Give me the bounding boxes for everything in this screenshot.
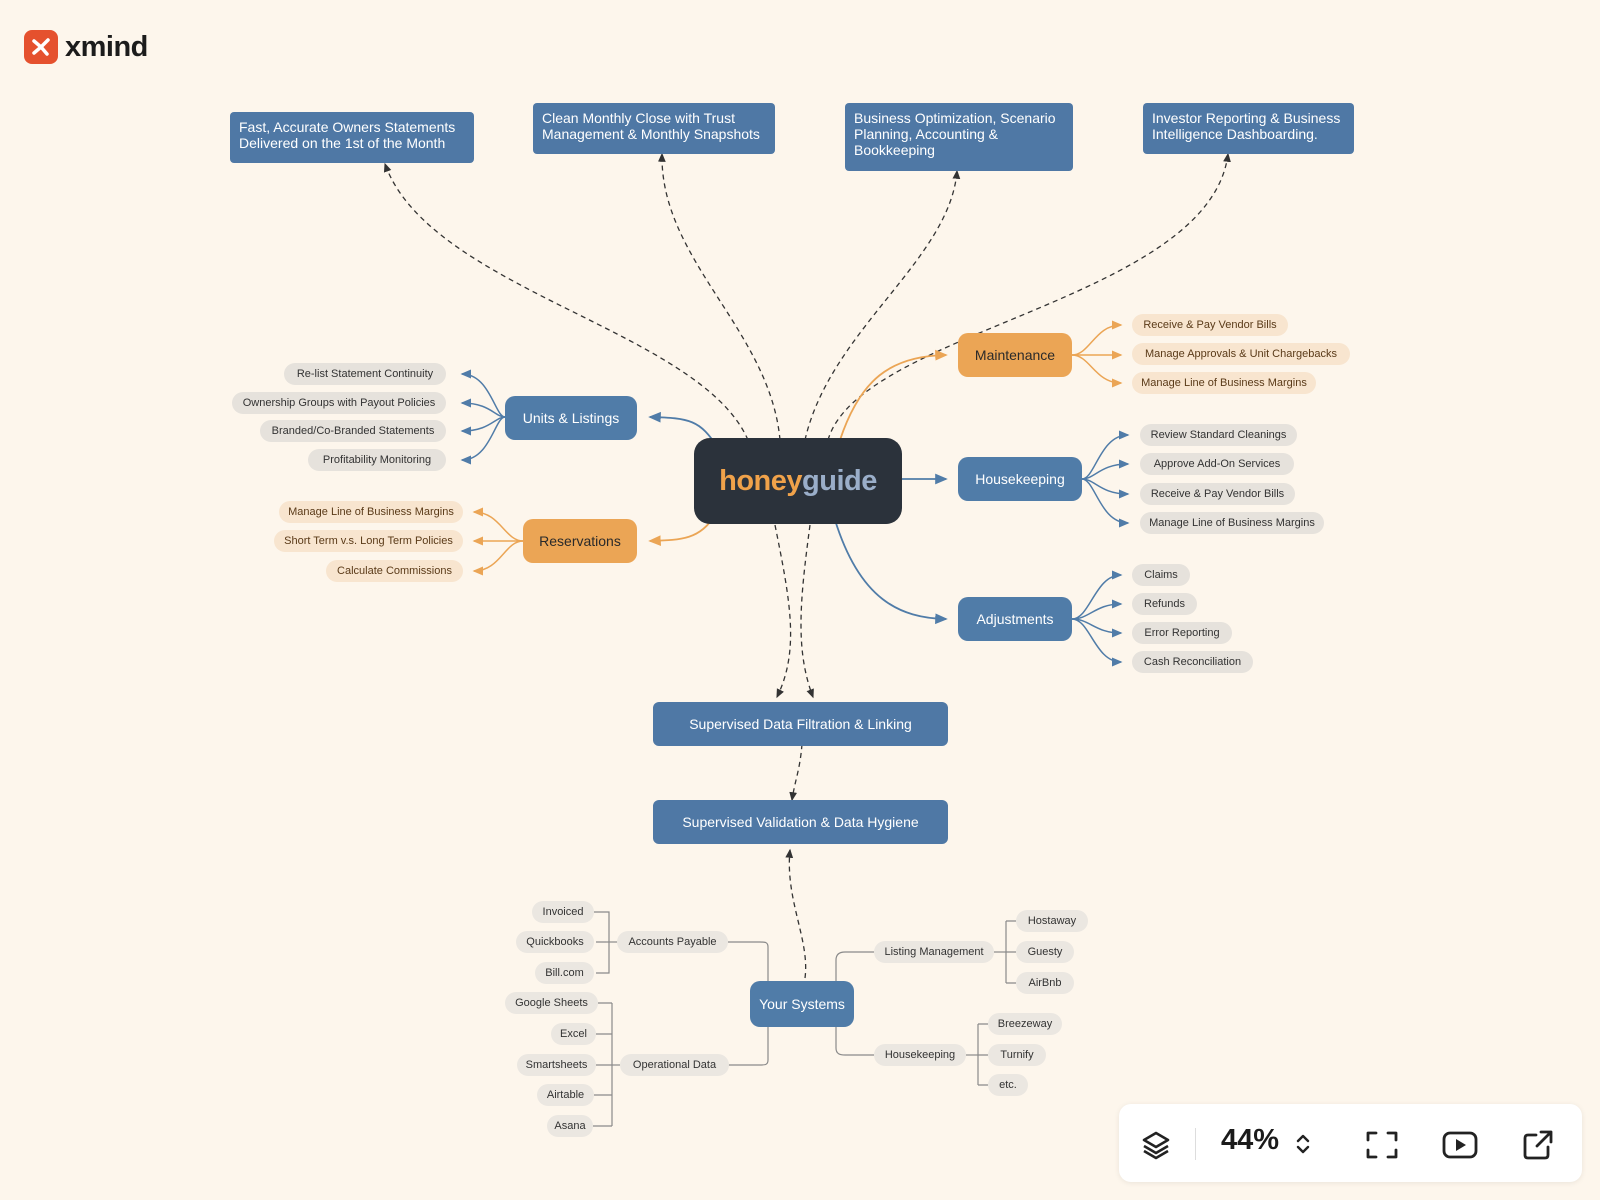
od-item-excel[interactable]: Excel — [551, 1023, 596, 1045]
housekeeping-item-cleanings[interactable]: Review Standard Cleanings — [1140, 424, 1297, 446]
fullscreen-icon[interactable] — [1364, 1128, 1400, 1162]
topic-units-listings[interactable]: Units & Listings — [505, 396, 637, 440]
units-item-relist[interactable]: Re-list Statement Continuity — [284, 363, 446, 385]
outcome-business-optimization[interactable]: Business Optimization, Scenario Planning… — [845, 103, 1073, 171]
xmind-logo: xmind — [24, 30, 148, 64]
od-item-google-sheets[interactable]: Google Sheets — [505, 992, 598, 1014]
outcome-investor-reporting[interactable]: Investor Reporting & Business Intelligen… — [1143, 103, 1354, 154]
topic-data-validation[interactable]: Supervised Validation & Data Hygiene — [653, 800, 948, 844]
topic-data-filtration[interactable]: Supervised Data Filtration & Linking — [653, 702, 948, 746]
open-external-icon[interactable] — [1520, 1128, 1556, 1162]
od-item-asana[interactable]: Asana — [547, 1115, 593, 1137]
topic-adjustments[interactable]: Adjustments — [958, 597, 1072, 641]
adjustments-item-error-reporting[interactable]: Error Reporting — [1132, 622, 1232, 644]
units-item-ownership[interactable]: Ownership Groups with Payout Policies — [232, 392, 446, 414]
hk-item-breezeway[interactable]: Breezeway — [988, 1013, 1062, 1035]
ap-item-invoiced[interactable]: Invoiced — [532, 901, 594, 923]
od-item-airtable[interactable]: Airtable — [537, 1084, 594, 1106]
outcome-monthly-close[interactable]: Clean Monthly Close with Trust Managemen… — [533, 103, 775, 154]
systems-operational-data[interactable]: Operational Data — [620, 1054, 729, 1076]
play-icon[interactable] — [1441, 1128, 1479, 1162]
systems-housekeeping[interactable]: Housekeeping — [874, 1044, 966, 1066]
lm-item-airbnb[interactable]: AirBnb — [1016, 972, 1074, 994]
central-topic-part2: guide — [802, 464, 877, 497]
maintenance-item-vendor-bills[interactable]: Receive & Pay Vendor Bills — [1132, 314, 1288, 336]
central-topic-part1: honey — [719, 464, 803, 497]
adjustments-item-claims[interactable]: Claims — [1132, 564, 1190, 586]
systems-accounts-payable[interactable]: Accounts Payable — [617, 931, 728, 953]
hk-item-etc[interactable]: etc. — [988, 1074, 1028, 1096]
hk-item-turnify[interactable]: Turnify — [988, 1044, 1046, 1066]
reservations-item-margins[interactable]: Manage Line of Business Margins — [279, 501, 463, 523]
app-name: xmind — [65, 30, 148, 63]
ap-item-billcom[interactable]: Bill.com — [535, 962, 594, 984]
od-item-smartsheets[interactable]: Smartsheets — [517, 1054, 596, 1076]
maintenance-item-margins[interactable]: Manage Line of Business Margins — [1132, 372, 1316, 394]
systems-listing-management[interactable]: Listing Management — [874, 941, 994, 963]
outcome-owners-statements[interactable]: Fast, Accurate Owners Statements Deliver… — [230, 112, 474, 163]
topic-your-systems[interactable]: Your Systems — [750, 981, 854, 1027]
housekeeping-item-addons[interactable]: Approve Add-On Services — [1140, 453, 1294, 475]
units-item-profitability[interactable]: Profitability Monitoring — [308, 449, 446, 471]
housekeeping-item-vendor-bills[interactable]: Receive & Pay Vendor Bills — [1140, 483, 1295, 505]
ap-item-quickbooks[interactable]: Quickbooks — [516, 931, 594, 953]
units-item-branded[interactable]: Branded/Co-Branded Statements — [260, 420, 446, 442]
lm-item-guesty[interactable]: Guesty — [1016, 941, 1074, 963]
adjustments-item-refunds[interactable]: Refunds — [1132, 593, 1197, 615]
bottom-toolbar: 44% — [1119, 1104, 1582, 1182]
zoom-stepper-icon[interactable] — [1293, 1128, 1313, 1160]
layers-icon[interactable] — [1138, 1128, 1174, 1162]
topic-maintenance[interactable]: Maintenance — [958, 333, 1072, 377]
xmind-logo-icon — [24, 30, 58, 64]
lm-item-hostaway[interactable]: Hostaway — [1016, 910, 1088, 932]
adjustments-item-cash-reconciliation[interactable]: Cash Reconciliation — [1132, 651, 1253, 673]
reservations-item-policies[interactable]: Short Term v.s. Long Term Policies — [274, 530, 463, 552]
topic-reservations[interactable]: Reservations — [523, 519, 637, 563]
topic-housekeeping[interactable]: Housekeeping — [958, 457, 1082, 501]
maintenance-item-approvals[interactable]: Manage Approvals & Unit Chargebacks — [1132, 343, 1350, 365]
zoom-level[interactable]: 44% — [1221, 1124, 1280, 1156]
toolbar-divider — [1195, 1128, 1196, 1160]
housekeeping-item-margins[interactable]: Manage Line of Business Margins — [1140, 512, 1324, 534]
reservations-item-commissions[interactable]: Calculate Commissions — [326, 560, 463, 582]
